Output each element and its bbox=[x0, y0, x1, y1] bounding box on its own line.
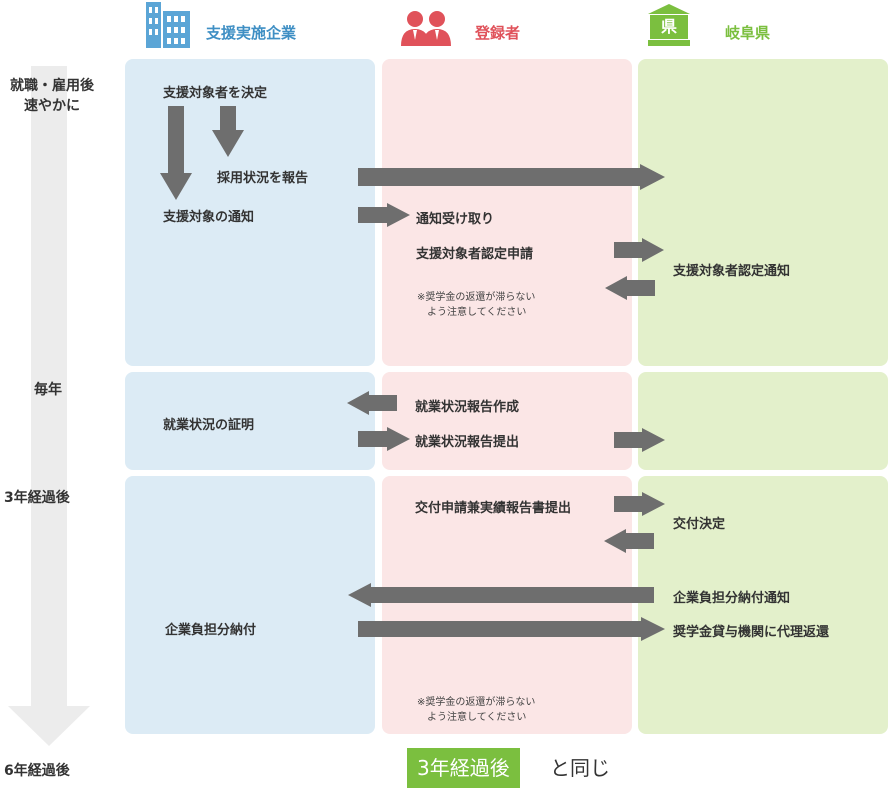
arrow-down-short bbox=[212, 106, 244, 157]
arrow-grant-decision bbox=[604, 529, 654, 553]
column-registrant-label: 登録者 bbox=[475, 24, 521, 42]
footer-badge: 3年経過後 bbox=[407, 748, 520, 788]
timeline-arrow bbox=[8, 66, 90, 746]
prefecture-icon-char: 県 bbox=[660, 17, 677, 36]
prefecture-burden-notice-text: 企業負担分納付通知 bbox=[673, 591, 791, 606]
people-icon bbox=[401, 11, 451, 46]
arrow-burden-pay bbox=[358, 617, 665, 641]
registrant-grant-apply-text: 交付申請兼実績報告書提出 bbox=[415, 501, 572, 516]
arrow-notify-registrant bbox=[358, 203, 410, 227]
timeline-label-1-line1: 就職・雇用後 bbox=[10, 78, 94, 94]
timeline-label-1: 就職・雇用後 速やかに bbox=[4, 76, 100, 116]
prefecture-decide-text: 交付決定 bbox=[673, 517, 726, 532]
company-panel-2 bbox=[125, 372, 375, 470]
prefecture-panel-1 bbox=[638, 59, 888, 366]
prefecture-panel-2 bbox=[638, 372, 888, 470]
company-certify-text: 就業状況の証明 bbox=[163, 418, 255, 433]
company-decide-text: 支援対象者を決定 bbox=[163, 86, 268, 101]
prefecture-repay-text: 奨学金貸与機関に代理返還 bbox=[673, 625, 830, 640]
prefecture-panel-3 bbox=[638, 476, 888, 734]
registrant-create-text: 就業状況報告作成 bbox=[415, 400, 520, 415]
column-prefecture-label: 岐阜県 bbox=[725, 24, 771, 42]
column-company-label: 支援実施企業 bbox=[206, 24, 297, 42]
company-panel-3 bbox=[125, 476, 375, 734]
timeline-label-1-line2: 速やかに bbox=[24, 98, 80, 114]
timeline-label-4: 6年経過後 bbox=[4, 763, 70, 779]
arrow-burden-notice bbox=[348, 583, 654, 607]
registrant-panel-3 bbox=[382, 476, 632, 734]
arrow-apply-grant bbox=[614, 492, 665, 516]
registrant-note-2: ※奨学金の返還が滞らない よう注意してください bbox=[417, 697, 536, 723]
arrow-certify-notice bbox=[605, 276, 655, 300]
registrant-apply-text: 支援対象者認定申請 bbox=[416, 247, 534, 262]
registrant-panel-2 bbox=[382, 372, 632, 470]
registrant-receive-text: 通知受け取り bbox=[416, 212, 495, 227]
prefecture-notify-text: 支援対象者認定通知 bbox=[673, 264, 791, 279]
arrow-apply bbox=[614, 238, 664, 262]
arrow-create-report bbox=[347, 391, 397, 415]
arrow-hiring-report bbox=[358, 164, 665, 190]
building-icon bbox=[146, 2, 190, 48]
prefecture-icon: 県 bbox=[648, 4, 690, 46]
footer-same-as-text: と同じ bbox=[550, 756, 610, 780]
arrow-submit-report-right bbox=[614, 428, 665, 452]
timeline-label-3: 3年経過後 bbox=[4, 490, 70, 506]
registrant-note-1: ※奨学金の返還が滞らない よう注意してください bbox=[417, 292, 536, 318]
arrow-submit-report-left bbox=[358, 427, 410, 451]
timeline-label-2: 毎年 bbox=[34, 382, 62, 398]
company-pay-text: 企業負担分納付 bbox=[165, 623, 257, 638]
company-report-hiring-text: 採用状況を報告 bbox=[217, 171, 309, 186]
arrow-down-long bbox=[160, 106, 192, 200]
registrant-submit-text: 就業状況報告提出 bbox=[415, 435, 520, 450]
company-panel-1 bbox=[125, 59, 375, 366]
company-notify-text: 支援対象の通知 bbox=[163, 210, 255, 225]
registrant-panel-1 bbox=[382, 59, 632, 366]
